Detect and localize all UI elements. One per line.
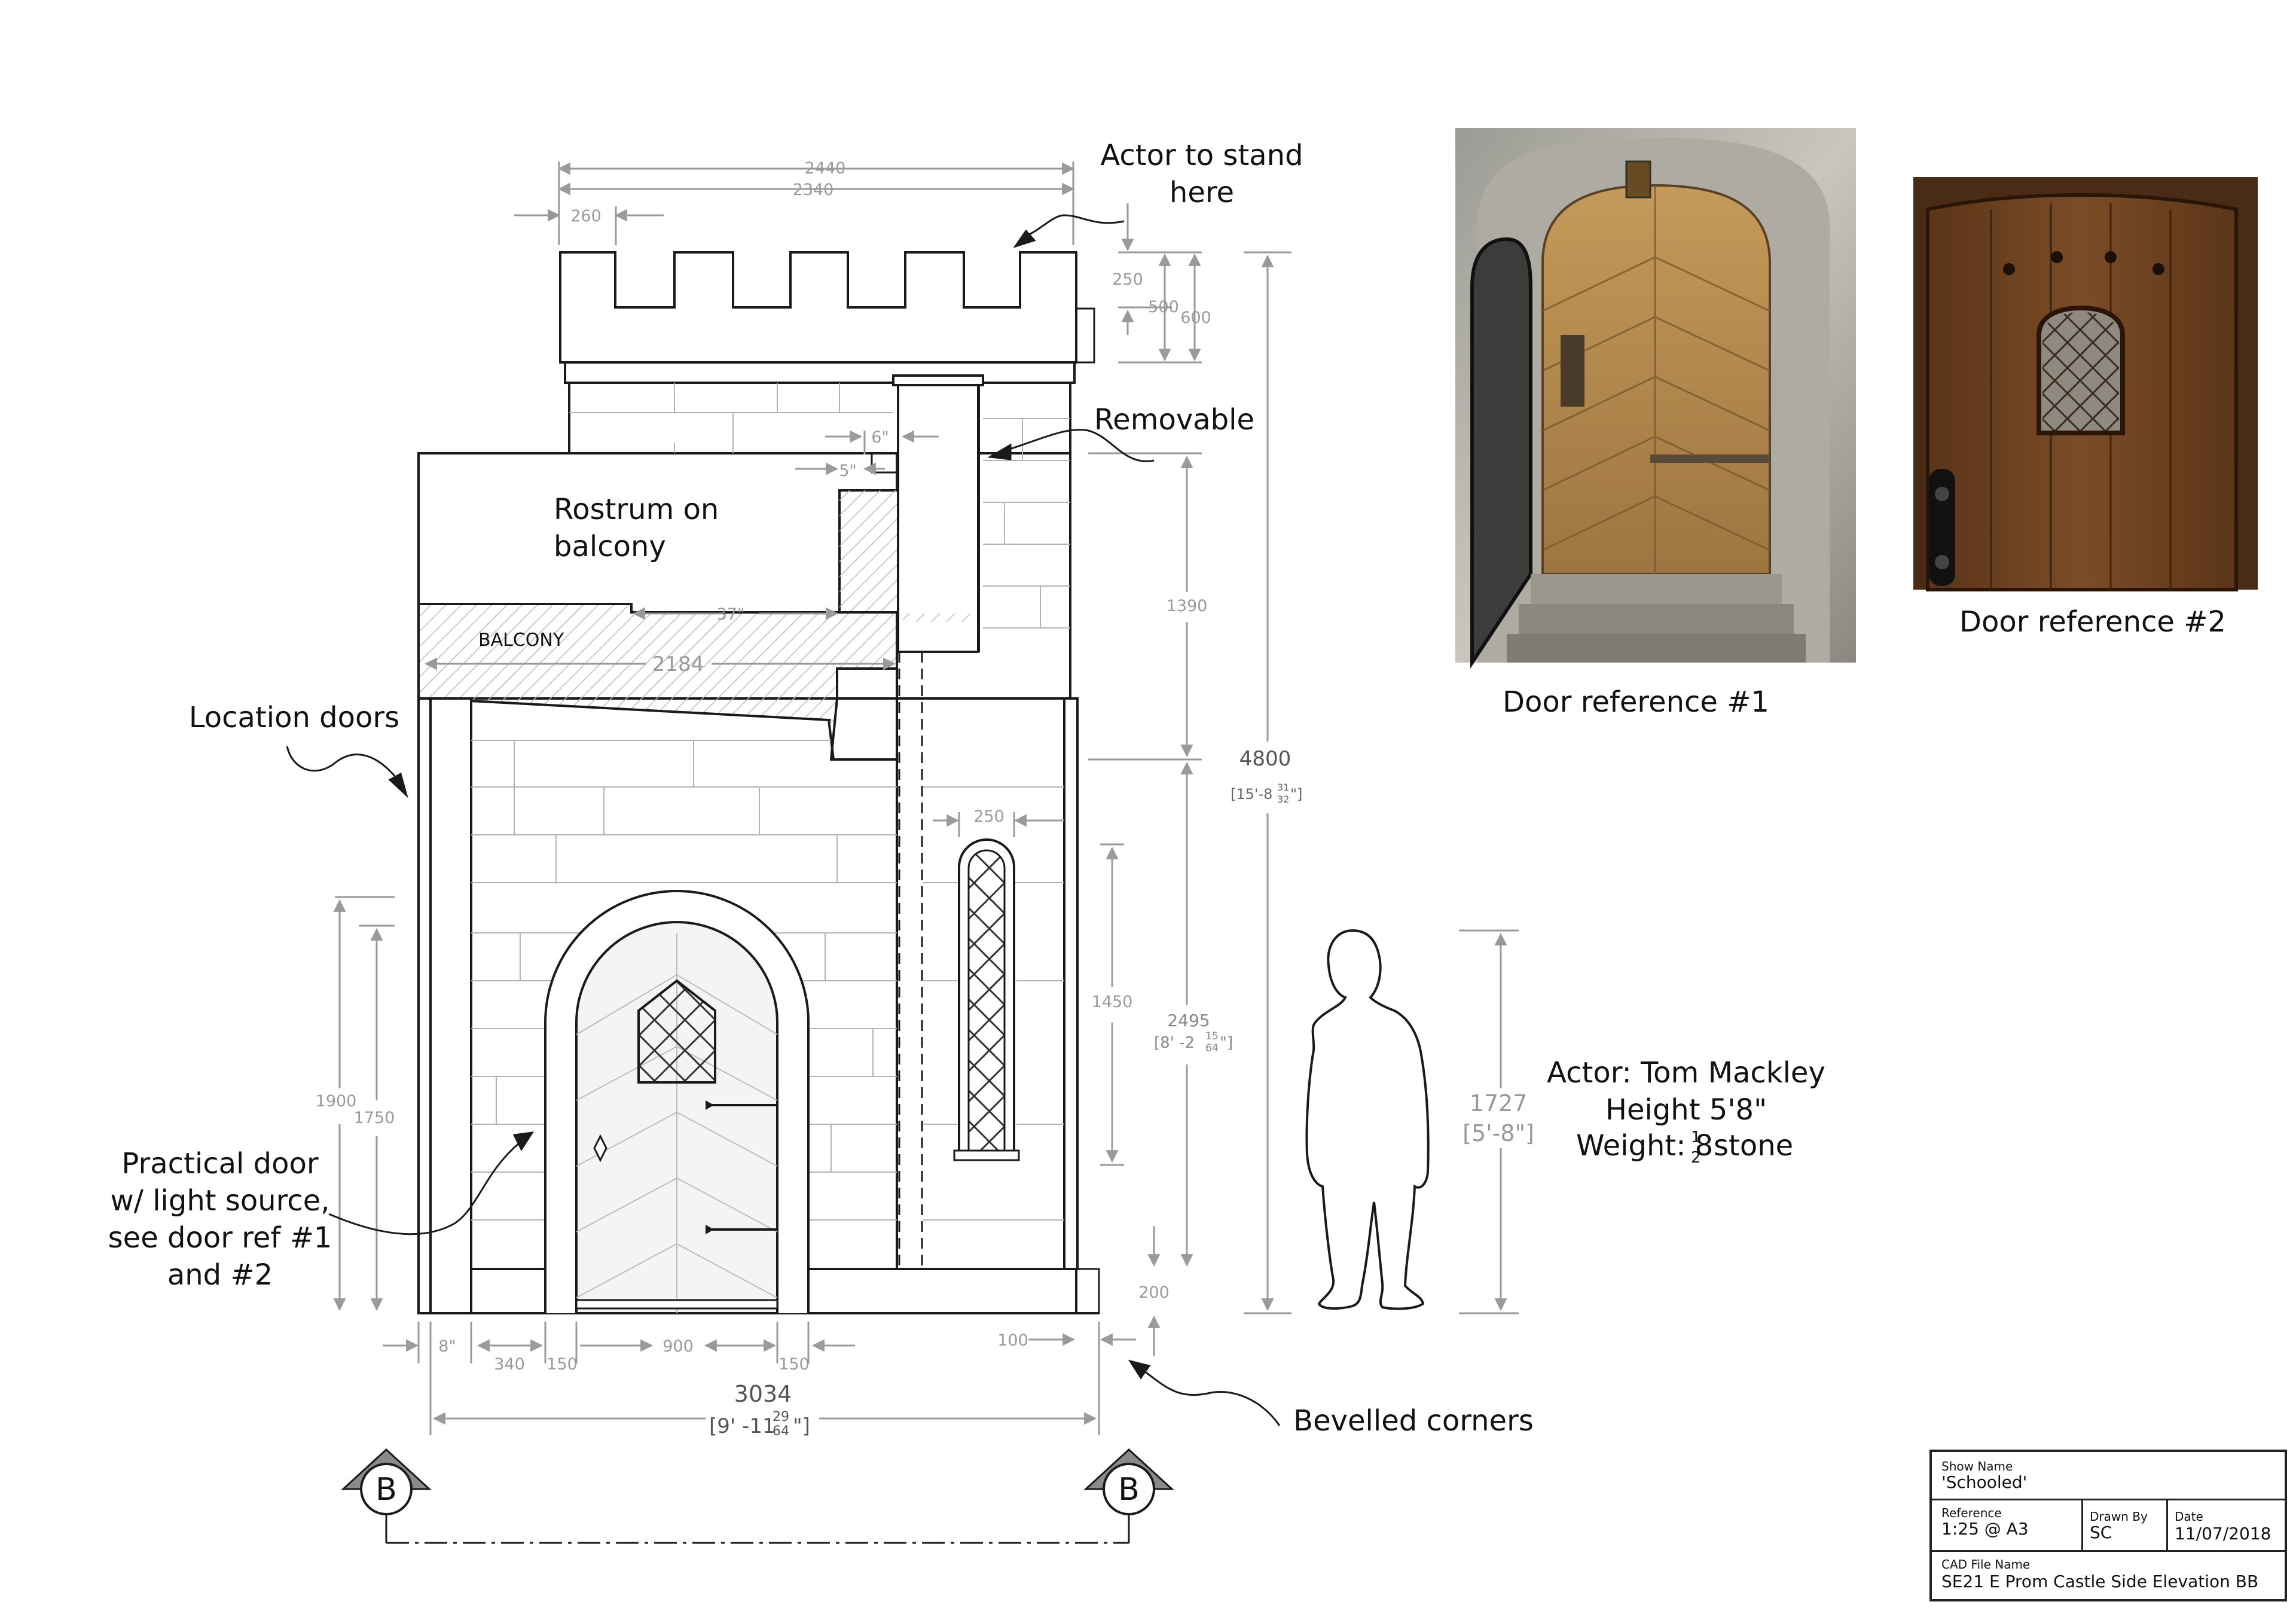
- leader-lines: [286, 214, 1281, 1426]
- dim-3034: 3034: [734, 1381, 792, 1407]
- actor-name: Actor: Tom Mackley: [1547, 1056, 1825, 1090]
- date-value: 11/07/2018: [2175, 1524, 2271, 1543]
- dim-200: 200: [1138, 1283, 1170, 1302]
- dim-2340: 2340: [793, 181, 834, 199]
- dim-250-top: 250: [1112, 270, 1143, 289]
- dim-5in: 5": [839, 462, 857, 480]
- annotation-practical-door-2: w/ light source,: [111, 1184, 330, 1218]
- dim-900: 900: [662, 1337, 694, 1356]
- svg-text:[15'-8: [15'-8: [1231, 786, 1272, 803]
- svg-text:[9' -11: [9' -11: [709, 1414, 775, 1438]
- dim-4800: 4800: [1239, 747, 1292, 771]
- battlement-side-block: [1075, 307, 1095, 364]
- annotation-location-doors: Location doors: [189, 701, 399, 734]
- svg-text:29: 29: [773, 1410, 789, 1424]
- actor-height: Height 5'8": [1605, 1093, 1767, 1127]
- show-name-value: 'Schooled': [1941, 1472, 2028, 1492]
- title-block: Show Name 'Schooled' Reference 1:25 @ A3…: [1929, 1450, 2287, 1601]
- annotation-practical-door-4: and #2: [167, 1258, 273, 1292]
- practical-door: [544, 890, 810, 1314]
- dim-2184: 2184: [652, 652, 704, 676]
- cad-file-label: CAD File Name: [1941, 1557, 2031, 1572]
- dim-2495: 2495: [1167, 1011, 1210, 1030]
- door-reference-1-caption: Door reference #1: [1503, 685, 1769, 719]
- door-reference-2-photo: [1913, 177, 2258, 591]
- annotation-balcony: BALCONY: [478, 630, 564, 651]
- section-marker-right: B: [1083, 1448, 1174, 1515]
- cad-file-value: SE21 E Prom Castle Side Elevation BB: [1941, 1572, 2259, 1591]
- dim-1750: 1750: [354, 1109, 395, 1127]
- svg-text:31: 31: [1277, 782, 1289, 793]
- drawn-by-label: Drawn By: [2090, 1509, 2148, 1524]
- dim-2495-imperial: [8' -2 15 64 "]: [1154, 1030, 1233, 1054]
- stone-blocks: [471, 383, 1070, 1221]
- annotation-practical-door-1: Practical door: [121, 1147, 318, 1180]
- svg-text:B: B: [375, 1472, 397, 1508]
- annotation-rostrum-1: Rostrum on: [554, 493, 719, 526]
- svg-text:1: 1: [1691, 1128, 1701, 1146]
- svg-text:stone: stone: [1714, 1129, 1793, 1163]
- dim-6in: 6": [871, 428, 889, 447]
- dim-2440: 2440: [805, 159, 846, 178]
- svg-text:"]: "]: [1220, 1034, 1233, 1052]
- dim-37in: 37": [717, 605, 745, 624]
- svg-text:64: 64: [1205, 1042, 1219, 1054]
- annotation-actor-stand-2: here: [1170, 176, 1234, 209]
- location-door-frame: [417, 697, 472, 1314]
- actor-silhouette: [1305, 929, 1430, 1310]
- reference-value: 1:25 @ A3: [1941, 1519, 2029, 1539]
- door-window: [637, 979, 716, 1084]
- dim-3034-imperial: [9' -11 29 64 "]: [709, 1410, 810, 1439]
- drawn-by-value: SC: [2090, 1523, 2112, 1542]
- annotation-actor-stand-1: Actor to stand: [1100, 139, 1303, 172]
- svg-text:32: 32: [1277, 794, 1289, 805]
- section-marker-left: B: [341, 1448, 432, 1515]
- battlements: [559, 251, 1077, 364]
- svg-text:"]: "]: [1290, 786, 1302, 803]
- show-name-label: Show Name: [1941, 1459, 2013, 1473]
- door-reference-2-caption: Door reference #2: [1959, 605, 2226, 639]
- date-label: Date: [2175, 1509, 2203, 1524]
- removable-column: [897, 382, 979, 653]
- reference-label: Reference: [1941, 1506, 2002, 1520]
- dim-150-a: 150: [546, 1355, 578, 1374]
- dim-1390: 1390: [1167, 597, 1208, 615]
- door-knocker-icon: [593, 1134, 607, 1163]
- dimension-lines: [333, 161, 1519, 1435]
- svg-text:64: 64: [773, 1424, 789, 1439]
- narrow-window: [953, 838, 1020, 1161]
- dim-100: 100: [997, 1331, 1028, 1350]
- annotation-bevelled-corners: Bevelled corners: [1293, 1404, 1534, 1438]
- dim-340: 340: [494, 1355, 525, 1374]
- dim-1450: 1450: [1092, 993, 1133, 1011]
- balcony: [417, 603, 898, 761]
- dim-1727-imperial: [5'-8"]: [1463, 1120, 1534, 1146]
- svg-text:"]: "]: [793, 1414, 810, 1438]
- dim-150-b: 150: [778, 1355, 810, 1374]
- annotation-rostrum-2: balcony: [554, 530, 666, 563]
- svg-text:B: B: [1118, 1472, 1140, 1508]
- svg-text:Weight: 8: Weight: 8: [1576, 1129, 1713, 1163]
- dim-1727: 1727: [1470, 1090, 1528, 1116]
- door-reference-1-photo: [1455, 128, 1856, 669]
- stair-hatch: [839, 466, 897, 612]
- cap-strip: [564, 361, 1076, 384]
- section-markers: B B: [341, 1448, 1174, 1544]
- annotation-practical-door-3: see door ref #1: [108, 1221, 332, 1255]
- dim-4800-imperial: [15'-8 31 32 "]: [1231, 782, 1302, 805]
- svg-text:[8' -2: [8' -2: [1154, 1034, 1195, 1052]
- dim-250-window: 250: [973, 807, 1004, 826]
- dim-8in: 8": [438, 1337, 456, 1356]
- annotation-removable: Removable: [1094, 403, 1254, 437]
- svg-text:2: 2: [1691, 1149, 1701, 1167]
- actor-weight: Weight: 8 1 2 stone: [1576, 1128, 1793, 1167]
- svg-text:15: 15: [1205, 1030, 1219, 1042]
- dim-260: 260: [570, 207, 602, 225]
- dim-1900: 1900: [316, 1092, 357, 1111]
- dim-600: 600: [1180, 309, 1211, 327]
- dim-500: 500: [1148, 298, 1179, 316]
